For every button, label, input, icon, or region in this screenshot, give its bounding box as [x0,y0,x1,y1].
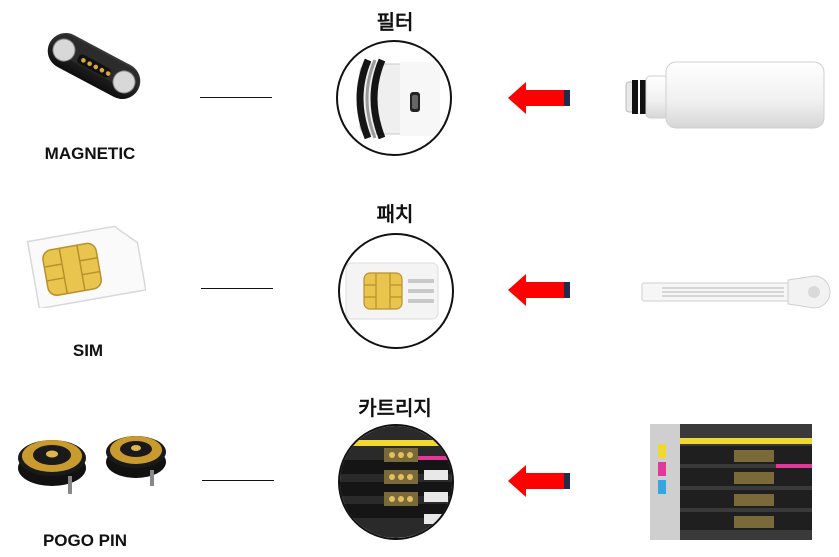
printer-cartridge-photo [650,424,812,540]
patch-strip-image [638,272,834,312]
pogo-pin-label: POGO PIN [42,531,128,550]
water-filter-image [622,58,828,132]
patch-closeup-circle [338,233,454,349]
filter-title: 필터 [376,10,414,34]
arrow-left-icon-filter [508,82,570,114]
sim-card-image [24,216,146,308]
pogo-pin-image [12,412,172,512]
magnetic-label: MAGNETIC [44,144,136,163]
cartridge-closeup-circle [338,424,454,540]
cartridge-title: 카트리지 [358,396,432,420]
connector-line-magnetic [200,97,272,98]
sim-label: SIM [72,341,104,360]
connector-line-sim [201,288,273,289]
patch-title: 패치 [376,202,414,226]
magnetic-connector-image [38,22,150,110]
filter-closeup-circle [336,40,452,156]
connector-line-pogo [202,480,274,481]
arrow-left-icon-patch [508,274,570,306]
arrow-left-icon-cartridge [508,465,570,497]
